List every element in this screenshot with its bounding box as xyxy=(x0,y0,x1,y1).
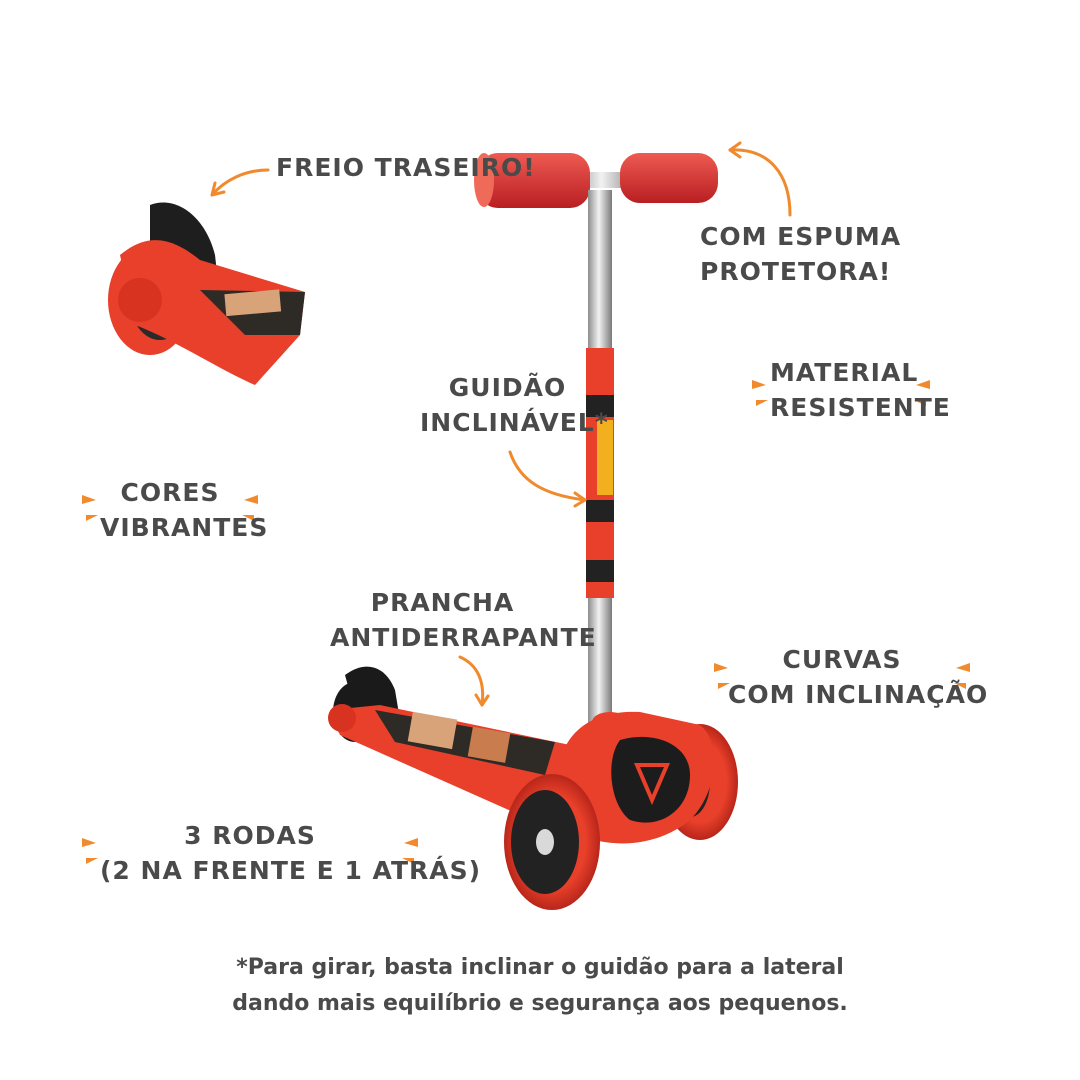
label-espuma-line1: COM ESPUMA xyxy=(700,222,902,251)
label-cores-line2: VIBRANTES xyxy=(100,513,269,542)
label-com-espuma: COM ESPUMA PROTETORA! xyxy=(700,219,902,289)
label-freio-text: FREIO TRASEIRO! xyxy=(276,153,536,182)
stem xyxy=(586,190,614,725)
label-rodas-line2: (2 NA FRENTE E 1 ATRÁS) xyxy=(100,856,482,885)
label-material-line2: RESISTENTE xyxy=(770,393,951,422)
label-prancha-antiderrapante: PRANCHA ANTIDERRAPANTE xyxy=(330,585,597,655)
rear-brake-closeup xyxy=(108,202,305,385)
footnote: *Para girar, basta inclinar o guidão par… xyxy=(0,950,1080,1022)
callout-arrows xyxy=(210,141,792,707)
label-curvas-inclinacao: CURVAS COM INCLINAÇÃO xyxy=(728,642,989,712)
deck xyxy=(328,666,600,815)
label-material-resistente: MATERIAL RESISTENTE xyxy=(770,355,951,425)
label-curvas-line1: CURVAS xyxy=(782,645,902,674)
label-prancha-line2: ANTIDERRAPANTE xyxy=(330,623,597,652)
label-3-rodas: 3 RODAS (2 NA FRENTE E 1 ATRÁS) xyxy=(100,818,482,888)
footnote-line2: dando mais equilíbrio e segurança aos pe… xyxy=(232,991,848,1016)
label-rodas-line1: 3 RODAS xyxy=(184,821,316,850)
label-material-line1: MATERIAL xyxy=(770,358,919,387)
label-curvas-line2: COM INCLINAÇÃO xyxy=(728,680,989,709)
spark-marks xyxy=(82,380,970,864)
front-wheels xyxy=(504,711,738,910)
handlebar xyxy=(474,153,718,208)
label-prancha-line1: PRANCHA xyxy=(370,588,515,617)
label-espuma-line2: PROTETORA! xyxy=(700,257,892,286)
footnote-line1: *Para girar, basta inclinar o guidão par… xyxy=(236,955,844,980)
label-guidao-line2: INCLINÁVEL* xyxy=(420,408,609,437)
label-guidao-inclinavel: GUIDÃO INCLINÁVEL* xyxy=(420,370,609,440)
label-freio-traseiro: FREIO TRASEIRO! xyxy=(276,150,536,185)
label-cores-vibrantes: CORES VIBRANTES xyxy=(100,475,269,545)
label-cores-line1: CORES xyxy=(120,478,220,507)
label-guidao-line1: GUIDÃO xyxy=(448,373,567,402)
